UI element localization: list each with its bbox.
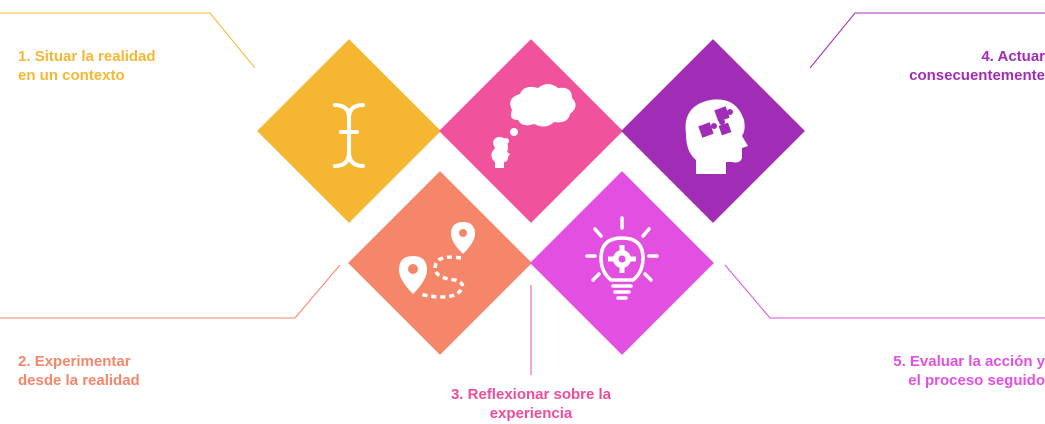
puzzle-head-icon xyxy=(685,99,748,174)
thinking-head-icon xyxy=(491,84,576,168)
step-3-diamond xyxy=(439,39,623,223)
connector-line-1 xyxy=(0,12,256,69)
step-2-line2: desde la realidad xyxy=(18,372,140,389)
step-1-label: 1. Situar la realidad en un contexto xyxy=(18,47,156,85)
step-2-line1: 2. Experimentar xyxy=(18,353,131,370)
step-3-label: 3. Reflexionar sobre la experiencia xyxy=(434,385,628,423)
step-5-label: 5. Evaluar la acción y el proceso seguid… xyxy=(830,352,1045,390)
connector-line-4 xyxy=(809,12,1045,69)
step-1-diamond xyxy=(257,39,441,223)
step-3-line1: 3. Reflexionar sobre la xyxy=(450,386,612,403)
step-1-line2: en un contexto xyxy=(18,67,125,84)
lightbulb-gear-icon xyxy=(585,216,659,300)
step-2-label: 2. Experimentar desde la realidad xyxy=(18,352,140,390)
step-4-line2: consecuentemente xyxy=(909,67,1045,84)
step-3-line2: experiencia xyxy=(489,405,573,422)
step-5-line2: el proceso seguido xyxy=(908,372,1045,389)
route-map-icon xyxy=(399,222,475,299)
step-5-line1: 5. Evaluar la acción y xyxy=(893,353,1045,370)
step-5-diamond xyxy=(530,171,714,355)
step-4-diamond xyxy=(621,39,805,223)
step-4-line1: 4. Actuar xyxy=(981,48,1045,65)
connector-line-2 xyxy=(0,264,341,319)
step-4-label: 4. Actuar consecuentemente xyxy=(840,47,1045,85)
text-cursor-icon xyxy=(333,103,365,168)
step-2-diamond xyxy=(348,171,532,355)
connector-line-5 xyxy=(724,264,1045,319)
step-1-line1: 1. Situar la realidad xyxy=(18,48,156,65)
